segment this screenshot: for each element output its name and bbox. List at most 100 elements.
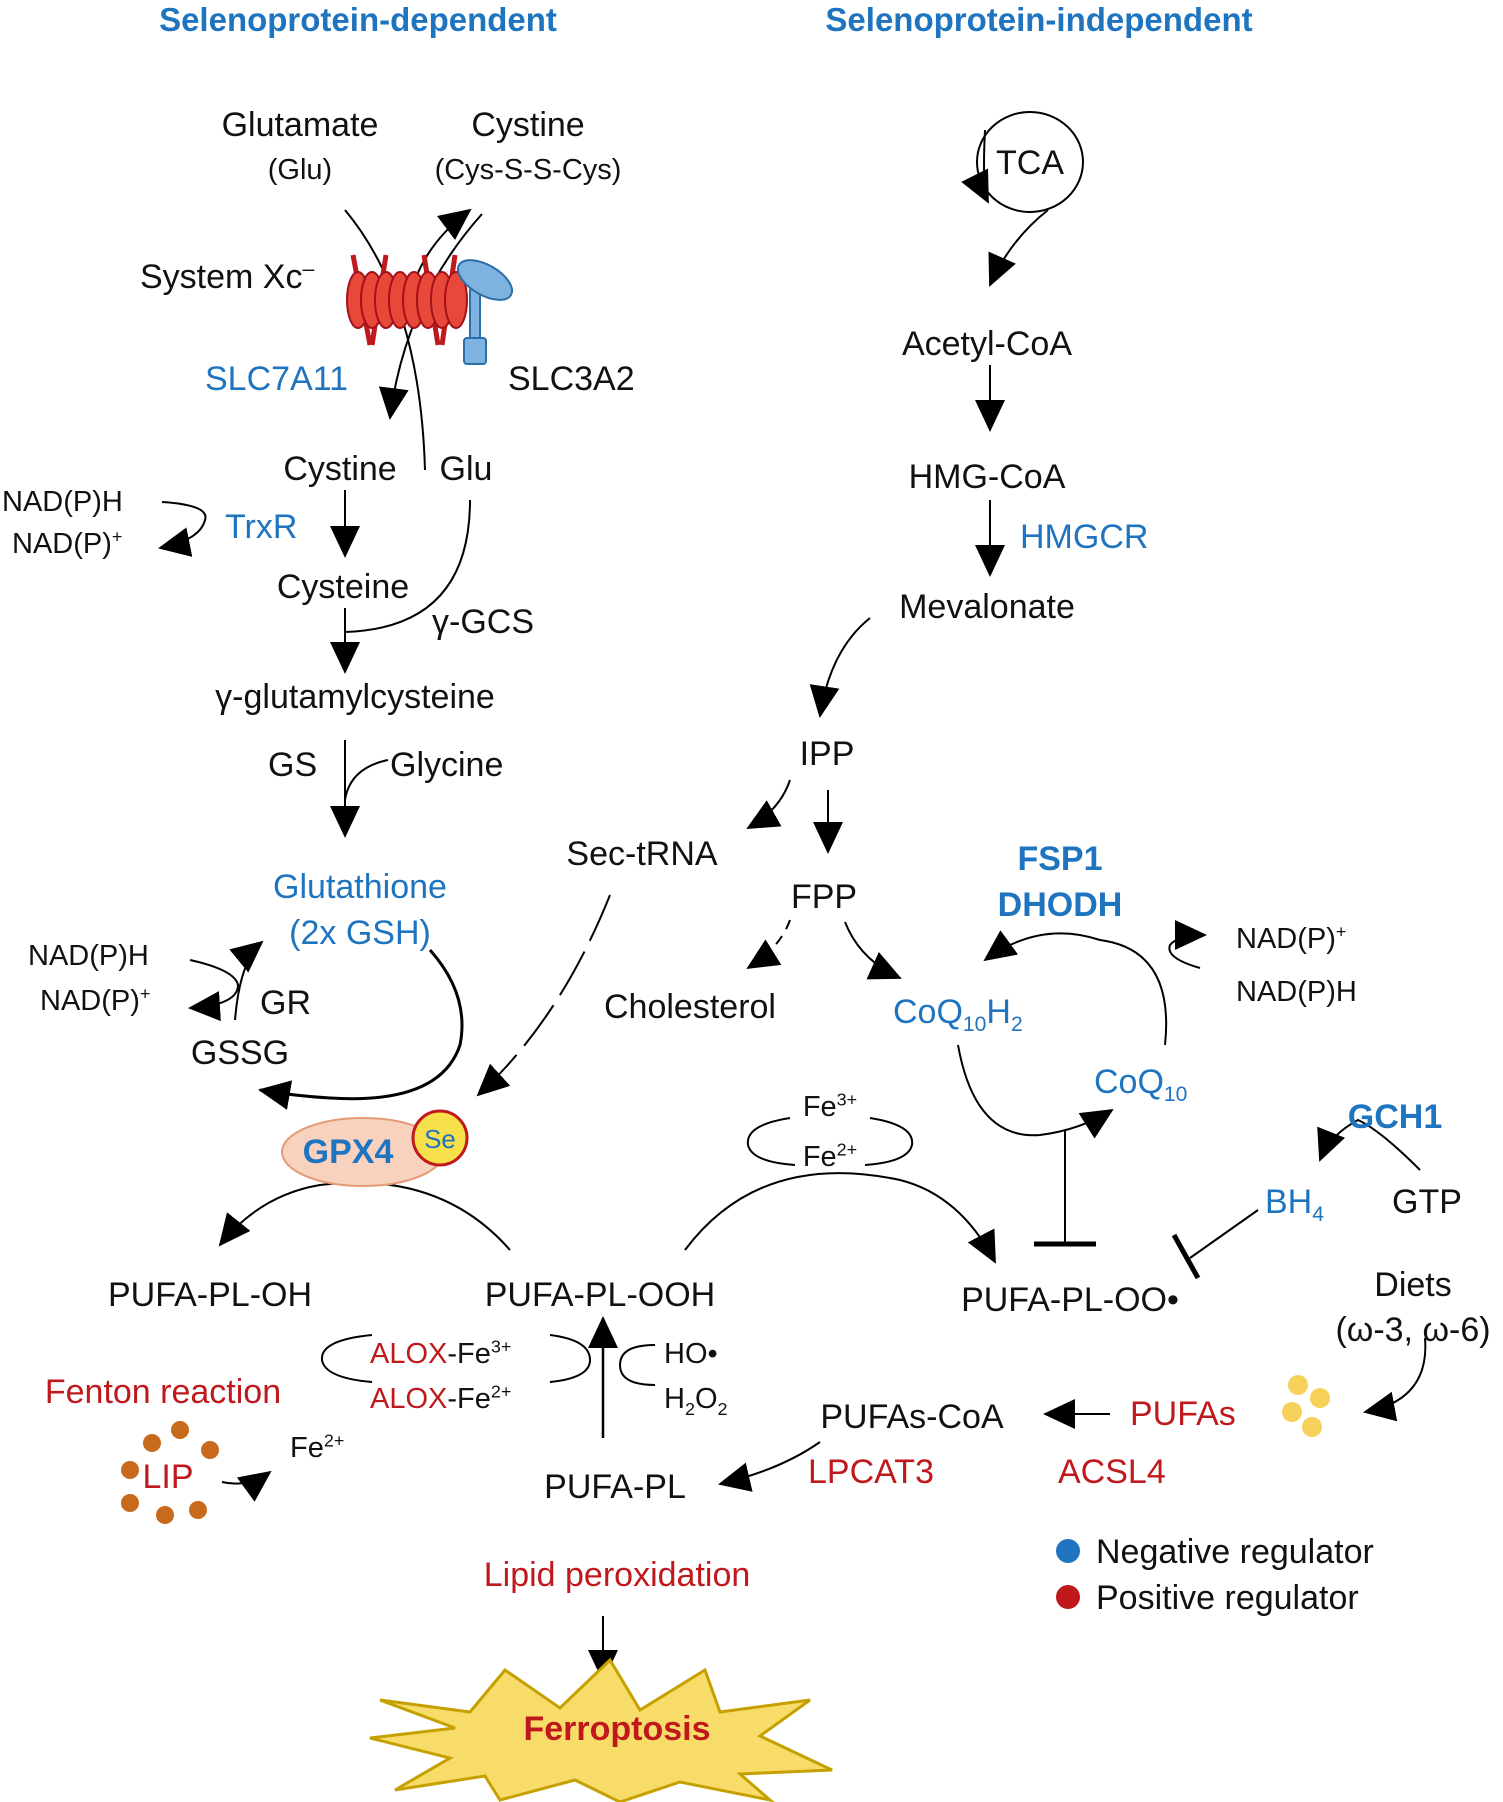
ipp-to-sectrna-arrow: [746, 779, 791, 829]
lip-fe2-label: Fe2+: [290, 1430, 345, 1464]
fpp-to-cholesterol-arrow: [746, 919, 791, 970]
fenton-reaction-label: Fenton reaction: [44, 1373, 282, 1411]
coq10-label: CoQ10: [1094, 1063, 1188, 1106]
tca-label: TCA: [996, 144, 1064, 182]
alox-fe3-label: ALOX-Fe3+: [370, 1336, 512, 1370]
glutamate-label: Glutamate: [221, 106, 379, 144]
gpx4-enzyme: [281, 1109, 469, 1187]
fe-cycle-right: [864, 1117, 914, 1166]
hmgcr-label: HMGCR: [1020, 518, 1149, 556]
legend-negative-dot: [1056, 1539, 1080, 1563]
fsp1-cofactor-arc: [1168, 920, 1207, 969]
gs-label: GS: [268, 746, 318, 784]
sec-trna-label: Sec-tRNA: [566, 835, 718, 873]
ferroptosis-burst: [369, 1657, 833, 1802]
gpx4-label: GPX4: [302, 1133, 394, 1171]
selenoprotein-dependent-header: Selenoprotein-dependent: [159, 1, 557, 38]
system-xc-transporter: [346, 254, 514, 365]
cysteine-label: Cysteine: [276, 568, 410, 606]
diets-label: Diets: [1374, 1266, 1452, 1304]
slc3a2-label: SLC3A2: [508, 360, 635, 398]
coq10h2-oxidation-arc: [957, 1044, 1114, 1139]
lipid-peroxidation-label: Lipid peroxidation: [483, 1556, 751, 1594]
fe2-label: Fe2+: [802, 1139, 858, 1173]
bh4-label: BH4: [1265, 1183, 1324, 1226]
pufa-pl-ooh-label: PUFA-PL-OOH: [484, 1276, 716, 1314]
cystine-efflux-arrow: [414, 208, 472, 281]
pufa-droplets: [1282, 1375, 1330, 1437]
alox-fe2-label: ALOX-Fe2+: [370, 1381, 512, 1415]
nadph-label-1: NAD(P)H: [2, 486, 123, 518]
fe3-label: Fe3+: [802, 1089, 858, 1123]
gamma-gcs-label: γ-GCS: [432, 603, 534, 641]
gsh-label: (2x GSH): [289, 914, 431, 952]
cystine-formula: (Cys-S-S-Cys): [434, 154, 622, 186]
sectrna-to-gpx4-arrow: [476, 894, 611, 1097]
mevalonate-to-ipp-arrow: [809, 617, 871, 718]
selenoprotein-independent-header: Selenoprotein-independent: [825, 1, 1253, 38]
cystine-label: Cystine: [471, 106, 585, 144]
omega-label: (ω-3, ω-6): [1335, 1311, 1491, 1349]
nadph-label-3: NAD(P)H: [1236, 976, 1357, 1008]
tca-cycle: [976, 111, 1084, 213]
gr-cofactor-arc: [188, 959, 240, 1022]
gr-arc: [229, 940, 264, 1021]
nadp-label-2: NAD(P)+: [40, 983, 151, 1017]
oo-formation-arrow: [684, 1172, 996, 1264]
gtp-label: GTP: [1392, 1183, 1462, 1221]
nadph-label-2: NAD(P)H: [28, 940, 149, 972]
acetyl-coa-label: Acetyl-CoA: [901, 325, 1073, 363]
mevalonate-label: Mevalonate: [899, 588, 1075, 626]
ipp-label: IPP: [799, 735, 855, 773]
acsl4-label: ACSL4: [1058, 1453, 1166, 1491]
slc7a11-label: SLC7A11: [205, 360, 349, 398]
gch1-label: GCH1: [1347, 1098, 1443, 1136]
gtp-to-bh4-arrow: [1317, 1118, 1421, 1171]
pufa-pl-label: PUFA-PL: [544, 1468, 686, 1506]
trxr-cofactor-arc: [158, 501, 207, 557]
hydroxyl-radical-label: HO•: [664, 1338, 718, 1370]
h2o2-label: H2O2: [664, 1383, 728, 1419]
cholesterol-label: Cholesterol: [604, 988, 776, 1026]
glutamate-export-arrow: [344, 209, 426, 471]
gsh-cycle-arc: [258, 949, 464, 1110]
legend-positive-label: Positive regulator: [1096, 1579, 1359, 1617]
glu-intracellular-label: Glu: [439, 450, 493, 488]
gamma-glutamylcysteine-label: γ-glutamylcysteine: [215, 678, 495, 716]
glu-to-gcs-arc: [344, 499, 471, 633]
tca-to-acetylcoa-arrow: [988, 209, 1049, 287]
cystine-intracellular-label: Cystine: [283, 450, 397, 488]
gr-label: GR: [260, 984, 311, 1022]
lip-iron-pool: [121, 1421, 219, 1524]
dhodh-label: DHODH: [997, 886, 1123, 924]
nadp-label-1: NAD(P)+: [12, 526, 123, 560]
glycine-label: Glycine: [390, 746, 504, 784]
coq10h2-label: CoQ10H2: [893, 993, 1023, 1036]
lpcat3-label: LPCAT3: [808, 1453, 934, 1491]
fpp-label: FPP: [790, 878, 858, 916]
gssg-label: GSSG: [190, 1034, 290, 1072]
fpp-to-coq10h2-arrow: [844, 921, 902, 980]
fe-cycle-left: [746, 1117, 796, 1166]
fsp1-label: FSP1: [1017, 840, 1103, 878]
legend-positive-dot: [1056, 1585, 1080, 1609]
hmg-coa-label: HMG-CoA: [908, 458, 1066, 496]
pufa-pl-oh-label: PUFA-PL-OH: [107, 1276, 313, 1314]
diets-to-pufas-arrow: [1363, 1337, 1427, 1422]
lpcat3-arrow: [718, 1441, 821, 1492]
nadp-label-3: NAD(P)+: [1236, 921, 1347, 955]
gpx4-reduction-arrow: [218, 1181, 511, 1251]
pufas-label: PUFAs: [1130, 1395, 1236, 1433]
lip-label: LIP: [142, 1458, 194, 1496]
lip-fe2-arrow: [221, 1470, 272, 1502]
glycine-arc: [344, 759, 389, 801]
ferroptosis-label: Ferroptosis: [523, 1710, 711, 1748]
system-xc-label: System Xc–: [140, 257, 315, 296]
pufas-coa-label: PUFAs-CoA: [820, 1398, 1004, 1436]
trxr-label: TrxR: [225, 508, 298, 546]
glutathione-label: Glutathione: [273, 868, 447, 906]
legend-negative-label: Negative regulator: [1096, 1533, 1374, 1571]
se-label: Se: [424, 1124, 456, 1154]
